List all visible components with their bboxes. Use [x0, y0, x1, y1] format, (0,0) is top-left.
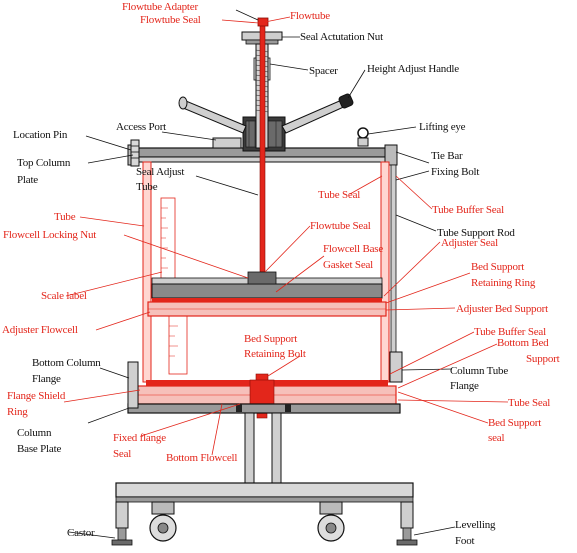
label-bottom-bed-support-2: Support [526, 353, 560, 365]
bottom-flowcell [137, 379, 397, 419]
label-castor: Castor [67, 527, 95, 539]
label-tie-bar-fixing-bolt-1: Tie Bar [431, 150, 463, 162]
label-fixed-flange-seal-2: Seal [113, 448, 131, 460]
label-seal-actuation-nut: Seal Actutation Nut [300, 31, 383, 43]
label-bottom-flowcell: Bottom Flowcell [166, 452, 237, 464]
label-column-tube-flange-2: Flange [450, 380, 479, 392]
label-flange-shield-ring-2: Ring [7, 406, 28, 418]
label-tube: Tube [54, 211, 76, 223]
adjuster-flowcell [147, 301, 387, 317]
label-column-base-plate-2: Base Plate [17, 443, 61, 455]
label-bed-support-retaining-bolt-2: Retaining Bolt [244, 348, 306, 360]
label-levelling-foot-2: Foot [455, 535, 475, 547]
label-flowcell-locking-nut: Flowcell Locking Nut [3, 229, 96, 241]
label-levelling-foot-1: Levelling [455, 519, 496, 531]
scale-label [160, 197, 188, 375]
label-bottom-bed-support-1: Bottom Bed [497, 337, 549, 349]
label-adjuster-bed-support: Adjuster Bed Support [456, 303, 548, 315]
label-access-port: Access Port [116, 121, 166, 133]
top-flowcell [151, 271, 383, 302]
label-tube-seal-top: Tube Seal [318, 189, 360, 201]
label-height-adjust-handle: Height Adjust Handle [367, 63, 459, 75]
label-flowtube-seal-top: Flowtube Seal [140, 14, 201, 26]
label-flange-shield-ring-1: Flange Shield [7, 390, 66, 402]
label-scale-label: Scale label [41, 290, 87, 302]
label-bed-support-retaining-ring-2: Retaining Ring [471, 277, 536, 289]
label-adjuster-seal: Adjuster Seal [441, 237, 498, 249]
label-adjuster-flowcell: Adjuster Flowcell [2, 324, 78, 336]
label-bed-support-retaining-bolt-1: Bed Support [244, 333, 297, 345]
label-seal-adjust-tube-2: Tube [136, 181, 158, 193]
label-tube-support-rod: Tube Support Rod [437, 227, 515, 239]
label-tie-bar-fixing-bolt-2: Fixing Bolt [431, 166, 479, 178]
label-column-tube-flange-1: Column Tube [450, 365, 508, 377]
label-flowtube: Flowtube [290, 10, 330, 22]
location-pin [130, 139, 140, 167]
label-bottom-column-flange-1: Bottom Column [32, 357, 101, 369]
label-flowtube-adapter: Flowtube Adapter [122, 1, 198, 13]
levelling-foot [111, 527, 418, 546]
label-bed-support-seal-1: Bed Support [488, 417, 541, 429]
lifting-eye [357, 127, 369, 147]
leader-lines-red [63, 16, 509, 456]
label-seal-adjust-tube-1: Seal Adjust [136, 166, 184, 178]
label-top-column-plate-2: Plate [17, 174, 38, 186]
label-location-pin: Location Pin [13, 129, 68, 141]
label-tube-buffer-seal-bottom: Tube Buffer Seal [474, 326, 546, 338]
label-fixed-flange-seal-1: Fixed flange [113, 432, 166, 444]
label-bottom-column-flange-2: Flange [32, 373, 61, 385]
label-bed-support-retaining-ring-1: Bed Support [471, 261, 524, 273]
label-flowcell-base-gasket-seal-2: Gasket Seal [323, 259, 373, 271]
labels: Flowtube Adapter Flowtube Seal Flowtube … [2, 1, 560, 547]
stand-frame [115, 412, 414, 529]
label-tube-buffer-seal-top: Tube Buffer Seal [432, 204, 504, 216]
label-lifting-eye: Lifting eye [419, 121, 466, 133]
label-spacer: Spacer [309, 65, 338, 77]
label-top-column-plate-1: Top Column [17, 157, 71, 169]
label-flowcell-base-gasket-seal-1: Flowcell Base [323, 243, 383, 255]
tube-support-rod [390, 164, 397, 374]
label-column-base-plate-1: Column [17, 427, 52, 439]
access-port [212, 137, 242, 149]
castor [149, 501, 345, 542]
label-tube-seal-bottom: Tube Seal [508, 397, 550, 409]
leader-lines-black [68, 9, 456, 539]
label-flowtube-seal-mid: Flowtube Seal [310, 220, 371, 232]
label-bed-support-seal-2: seal [488, 432, 504, 444]
